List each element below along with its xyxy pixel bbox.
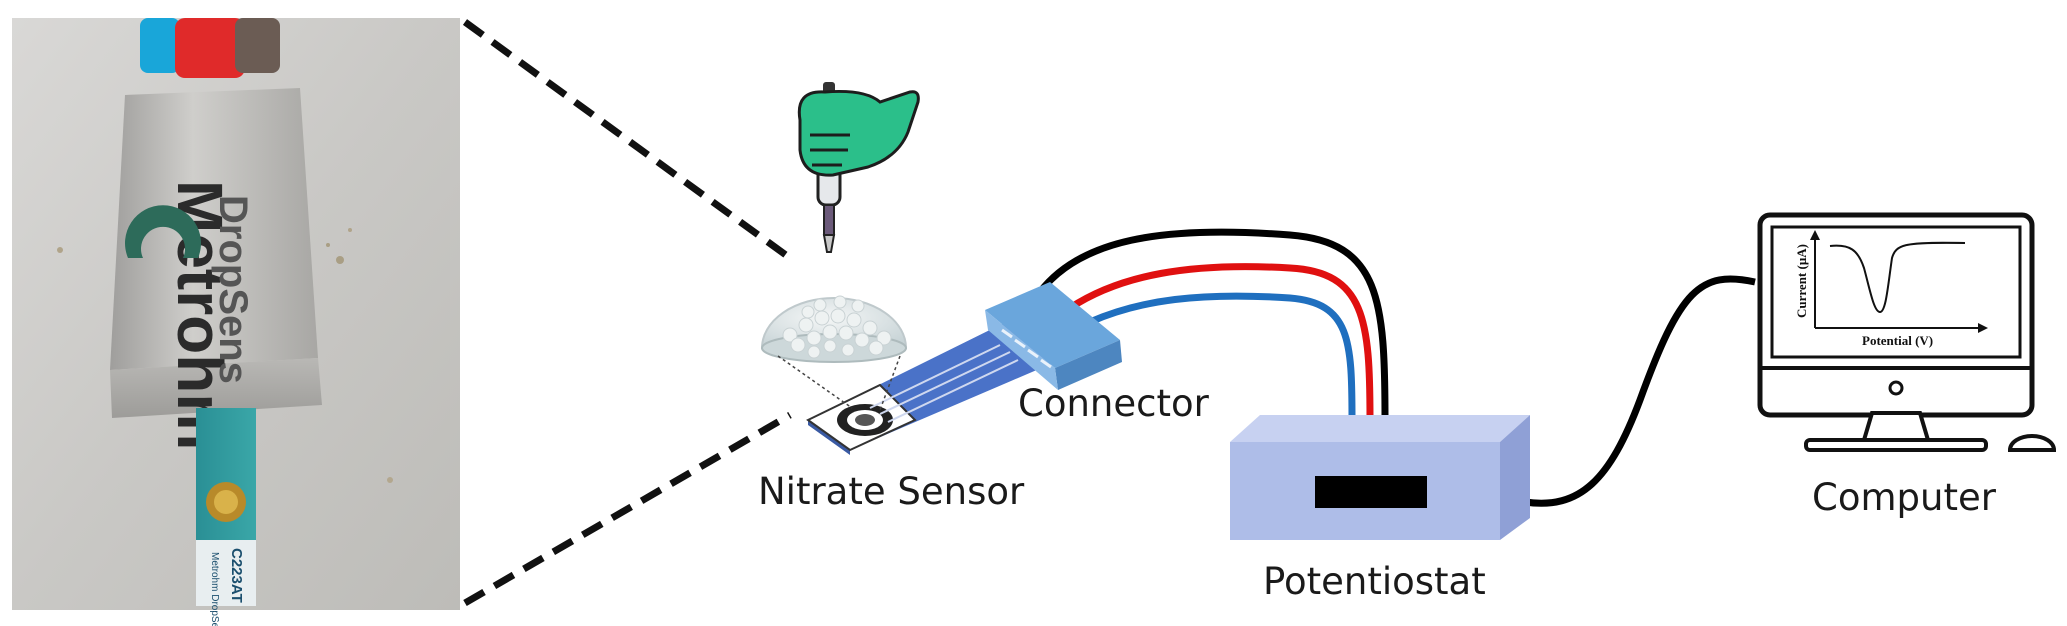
computer-monitor-icon [1757,212,2035,442]
zoom-line-top [462,19,793,261]
nitrate-sensor-strip [806,310,1060,455]
screen-xlabel: Potential (V) [1862,333,1933,348]
mouse-icon [2007,434,2057,452]
voltammogram-curve [1829,241,1966,314]
label-nitrate-sensor: Nitrate Sensor [758,470,1025,513]
strip-brand: Metrohm DropSens [209,552,220,626]
screen-ylabel: Current (μA) [1794,244,1809,318]
label-potentiostat: Potentiostat [1263,560,1486,603]
zoom-line-bottom [463,411,792,607]
label-computer: Computer [1812,476,1997,519]
pipette-icon [797,82,920,253]
label-connector: Connector [1018,382,1210,425]
keyboard-icon [1804,438,1988,452]
metrohm-logo-icon [125,205,201,258]
droplet-dome-icon [760,295,908,411]
connector-block [985,282,1122,390]
device-photo: Metrohm DropSens C223AT Metrohm DropSens [12,18,460,626]
potentiostat-display [1315,476,1427,508]
strip-code: C223AT [228,548,245,603]
potentiostat-box [1230,415,1530,540]
screen-plot: Potential (V) Current (μA) [1794,230,1988,348]
cables [1037,228,1756,507]
photo-brand-sub: DropSens [211,195,255,384]
